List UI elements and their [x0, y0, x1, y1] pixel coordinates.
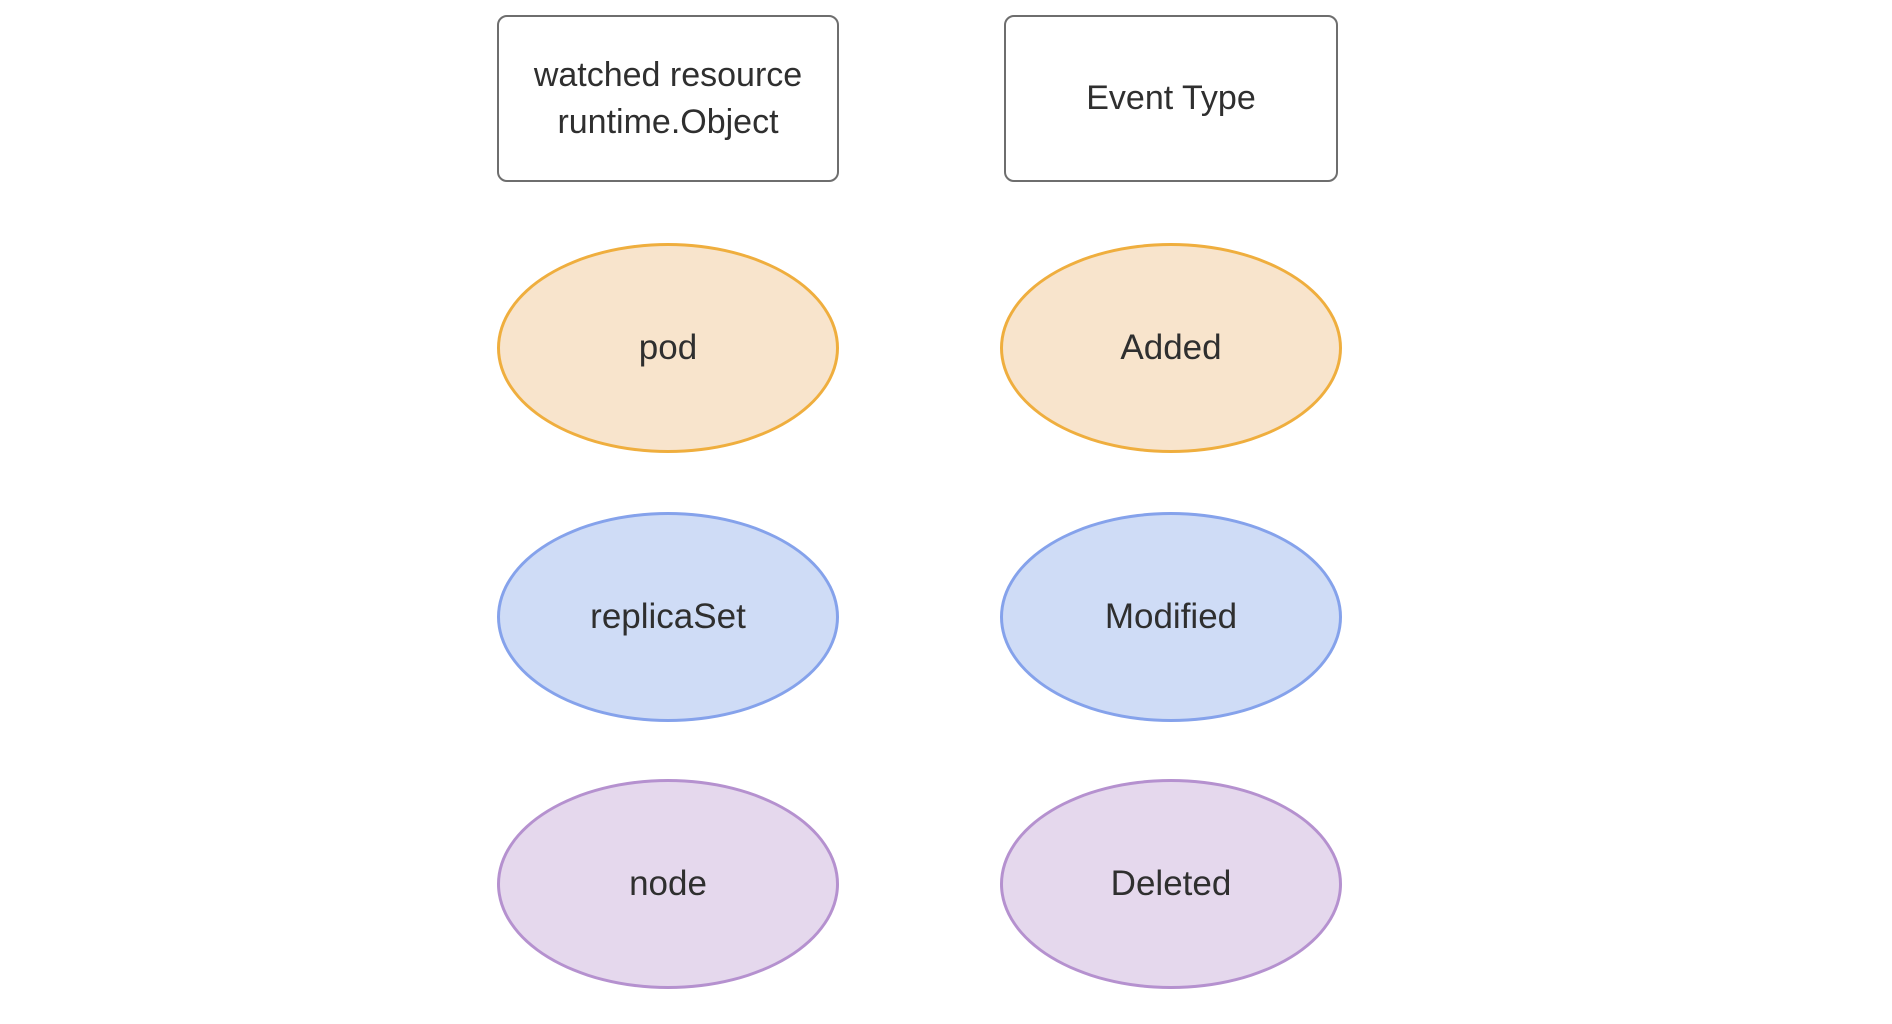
- header-box-event-type: Event Type: [1004, 15, 1338, 182]
- ellipse-label: node: [629, 864, 707, 903]
- header-line: runtime.Object: [557, 102, 779, 141]
- ellipse-modified: Modified: [1000, 512, 1342, 722]
- header-box-watched-resource: watched resource runtime.Object: [497, 15, 839, 182]
- ellipse-label: Modified: [1104, 597, 1238, 636]
- ellipse-label: replicaSet: [590, 597, 746, 636]
- ellipse-added: Added: [1000, 243, 1342, 453]
- ellipse-label: Added: [1120, 328, 1222, 367]
- ellipse-node: node: [497, 779, 839, 989]
- header-line: Event Type: [1086, 79, 1256, 118]
- ellipse-deleted: Deleted: [1000, 779, 1342, 989]
- ellipse-pod: pod: [497, 243, 839, 453]
- ellipse-label: pod: [638, 328, 698, 367]
- ellipse-label: Deleted: [1110, 864, 1232, 903]
- header-line: watched resource: [533, 55, 803, 94]
- ellipse-replicaset: replicaSet: [497, 512, 839, 722]
